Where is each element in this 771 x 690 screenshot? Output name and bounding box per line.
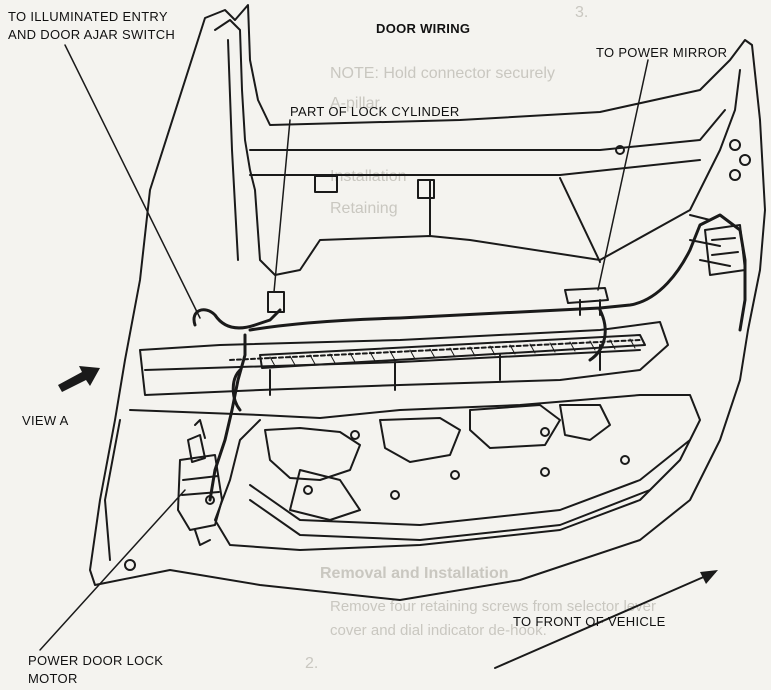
bleed-installation: Installation	[330, 168, 407, 185]
bleed-pillar: A-pillar.	[330, 95, 384, 112]
bleed-note: NOTE: Hold connector securely	[330, 65, 555, 82]
lock-cylinder-connector	[267, 291, 285, 313]
hinge-connector	[704, 224, 746, 276]
callout-view-a: VIEW A	[22, 413, 69, 428]
callout-illuminated-entry-line1: TO ILLUMINATED ENTRY	[8, 9, 168, 24]
regulator-channel	[259, 334, 646, 369]
access-hole-2	[289, 469, 361, 521]
access-hole-1	[264, 427, 361, 481]
bleed-remove-screws: Remove four retaining screws from select…	[330, 598, 656, 615]
callout-lock-cylinder: PART OF LOCK CYLINDER	[290, 104, 460, 119]
bleed-cover: cover and dial indicator de-hook.	[330, 622, 547, 639]
leader-lock-cylinder	[273, 119, 291, 293]
door-outer-shell	[89, 4, 766, 601]
bleed-removal: Removal and Installation	[320, 565, 509, 582]
access-hole-5	[559, 404, 611, 441]
bleed-step-3: 3.	[575, 4, 589, 21]
clip-tab-right	[417, 179, 435, 199]
callout-front-of-vehicle: TO FRONT OF VEHICLE	[513, 614, 666, 629]
callout-illuminated-entry-line2: AND DOOR AJAR SWITCH	[8, 27, 176, 42]
callout-power-mirror: TO POWER MIRROR	[596, 45, 728, 60]
bleed-retaining: Retaining	[330, 200, 398, 217]
belt-reinforcement	[139, 321, 669, 396]
wiring-harness	[192, 213, 747, 502]
door-lock-motor-shape	[177, 419, 223, 546]
front-of-vehicle-arrow	[494, 571, 716, 669]
diagram-title: DOOR WIRING	[376, 21, 471, 36]
clip-tab-left	[314, 175, 338, 193]
leader-power-mirror	[597, 59, 649, 291]
access-hole-3	[379, 417, 461, 463]
callout-door-lock-motor-line2: MOTOR	[28, 671, 78, 686]
access-hole-4	[469, 404, 561, 449]
view-a-arrow	[58, 366, 100, 392]
window-frame	[214, 19, 741, 276]
leader-door-lock-motor	[39, 489, 186, 651]
callout-door-lock-motor-line1: POWER DOOR LOCK	[28, 653, 164, 668]
leader-illuminated-entry	[64, 44, 201, 319]
mirror-connector	[564, 287, 609, 316]
bleed-step-2: 2.	[305, 655, 319, 672]
